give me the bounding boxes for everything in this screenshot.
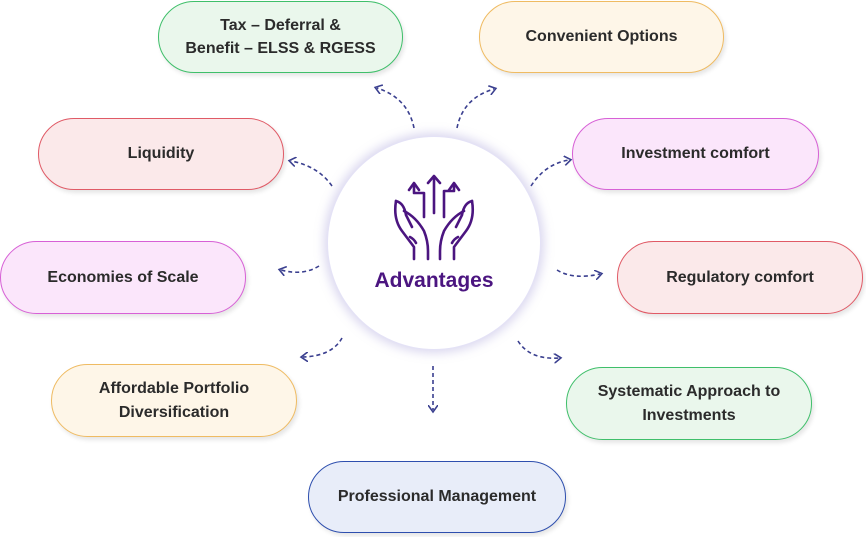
advantage-regulatory-comfort: Regulatory comfort <box>617 241 863 314</box>
arrow-to-systematic <box>517 340 559 358</box>
arrow-to-economies <box>281 265 320 272</box>
advantage-label: Tax – Deferral & Benefit – ELSS & RGESS <box>185 16 376 57</box>
advantage-systematic-approach: Systematic Approach to Investments <box>566 367 812 440</box>
advantage-investment-comfort: Investment comfort <box>572 118 819 190</box>
advantage-affordable-portfolio: Affordable Portfolio Diversification <box>51 364 297 437</box>
advantage-convenient-options: Convenient Options <box>479 1 724 73</box>
advantage-label: Regulatory comfort <box>666 268 814 286</box>
arrow-to-regulatory <box>556 269 600 276</box>
advantage-label: Economies of Scale <box>47 268 199 286</box>
advantages-center-circle: Advantages <box>328 137 540 349</box>
arrow-to-convenient <box>456 89 494 129</box>
advantage-label: Liquidity <box>127 145 195 163</box>
advantage-liquidity: Liquidity <box>38 118 284 190</box>
arrow-to-liquidity <box>291 161 333 187</box>
center-title: Advantages <box>374 269 494 292</box>
hands-growth-icon <box>393 174 475 261</box>
advantage-tax-deferral: Tax – Deferral & Benefit – ELSS & RGESS <box>158 1 403 73</box>
advantage-label: Convenient Options <box>525 28 678 46</box>
advantage-label: Professional Management <box>337 488 537 506</box>
advantage-label: Affordable Portfolio Diversification <box>98 380 250 421</box>
advantage-label: Investment comfort <box>621 145 770 163</box>
arrow-to-investment <box>530 160 569 187</box>
advantage-label: Systematic Approach to Investments <box>597 383 781 424</box>
arrow-to-affordable <box>303 337 343 357</box>
arrow-to-tax <box>377 88 415 129</box>
advantage-economies-of-scale: Economies of Scale <box>0 241 246 314</box>
advantage-professional-management: Professional Management <box>308 461 566 533</box>
